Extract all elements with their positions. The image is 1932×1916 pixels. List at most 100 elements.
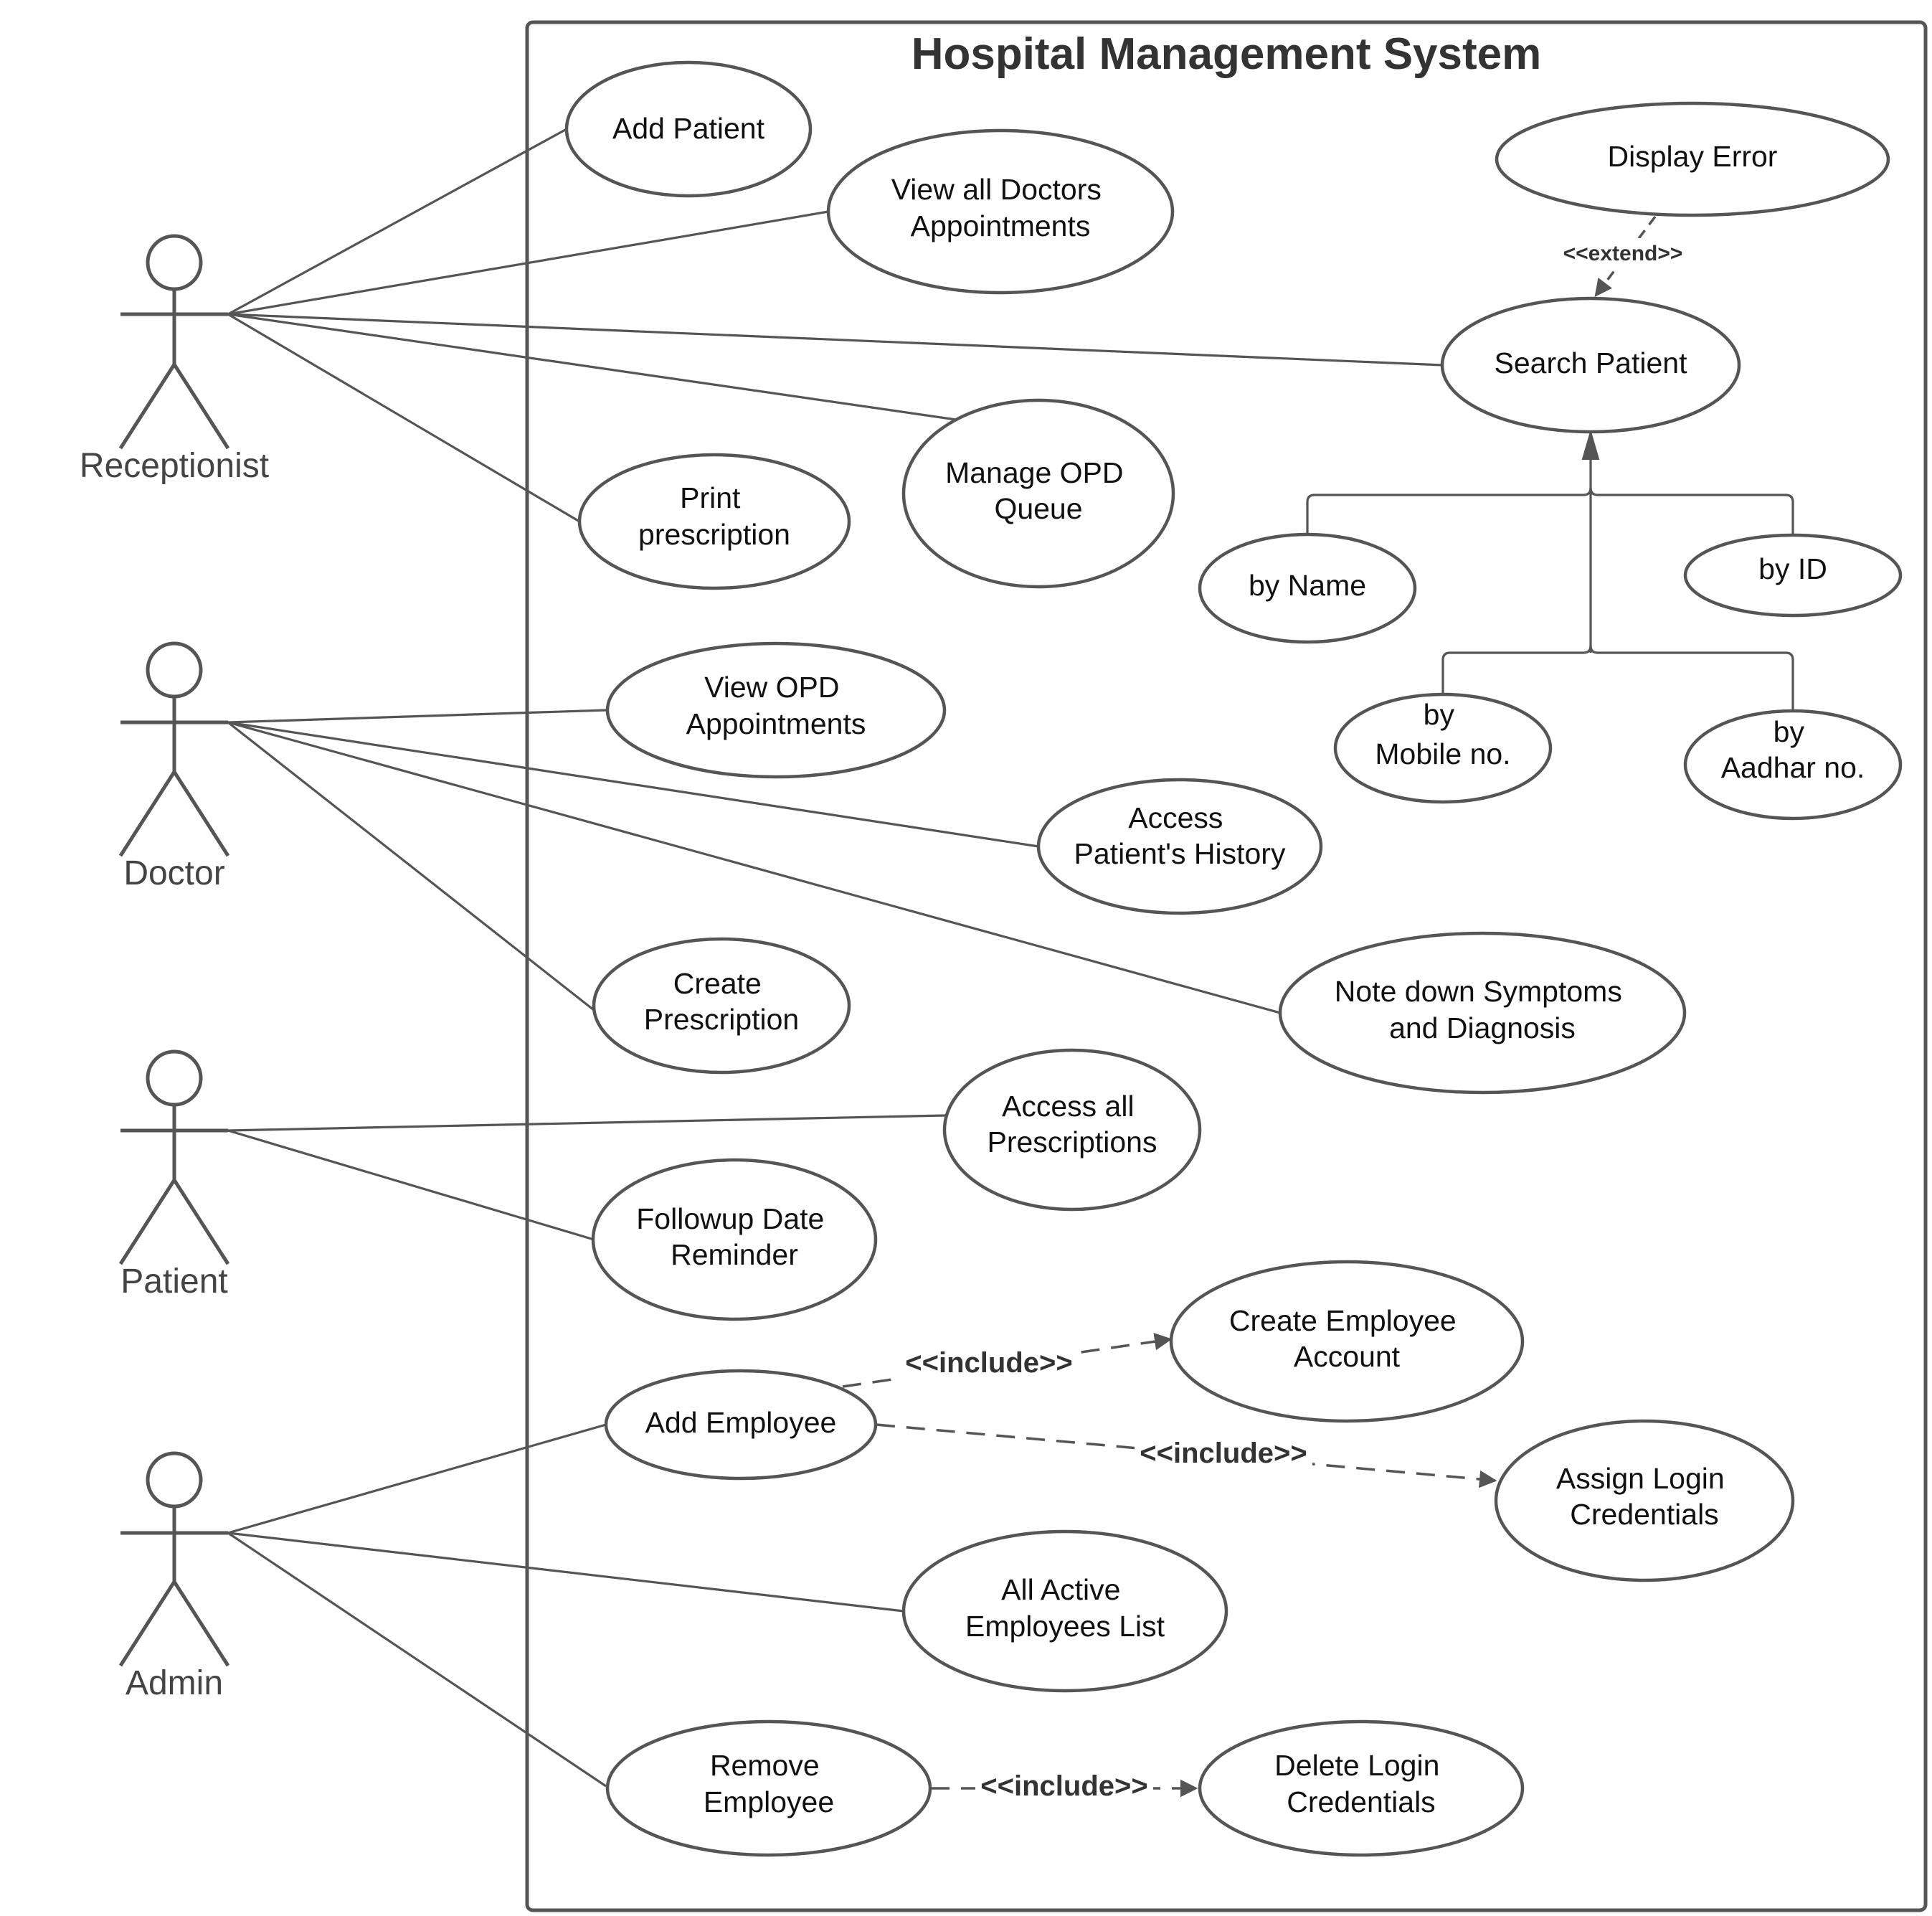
use-case-print-prescription: Print prescription (577, 453, 851, 590)
use-case-label: Appointments (911, 209, 1091, 242)
use-case-by-mobile: by Mobile no. (1333, 692, 1553, 804)
association-lines (227, 128, 1444, 1788)
svg-text:Delete Login Credentials: Delete Login Credentials (1274, 1749, 1448, 1818)
use-case-label: Queue (994, 492, 1082, 525)
use-case-label: Delete Login (1274, 1749, 1439, 1782)
stereotype-include-create-account: <<include>> (900, 1345, 1078, 1379)
use-case-create-prescription: Create Prescription (592, 937, 851, 1075)
svg-text:View OPD Appointments: View OPD Appointments (686, 671, 866, 740)
svg-text:Create Prescription: Create Prescription (644, 967, 799, 1036)
use-case-all-active-employees: All Active Employees List (901, 1529, 1228, 1693)
svg-text:by Mobile no.: by Mobile no. (1375, 698, 1510, 770)
generalization-arrowhead (1581, 429, 1600, 460)
svg-text:Followup Date Reminder: Followup Date Reminder (636, 1202, 832, 1271)
use-case-label: Account (1294, 1340, 1401, 1373)
include-label: <<include>> (1140, 1438, 1307, 1469)
svg-text:All Active Employees Lis: All Active Employees List (965, 1573, 1165, 1643)
use-case-label: Print (680, 481, 741, 514)
use-case-label: View OPD (704, 671, 839, 704)
use-case-view-opd-appointments: View OPD Appointments (605, 641, 947, 779)
actor-label: Receptionist (80, 447, 269, 485)
search-generalization-tree (1306, 429, 1794, 710)
actor-label: Admin (126, 1664, 223, 1702)
svg-text:by Aadhar no.: by Aadhar no. (1721, 715, 1865, 784)
use-case-label: Prescriptions (988, 1125, 1157, 1158)
use-case-by-id: by ID (1683, 533, 1903, 618)
use-case-access-patients-history: Access Patient's History (1036, 778, 1323, 915)
use-case-label: Search Patient (1495, 346, 1688, 379)
use-case-label: Remove (710, 1749, 820, 1782)
use-case-label: Appointments (686, 707, 866, 740)
use-case-label: Note down Symptoms (1335, 975, 1622, 1008)
use-case-label: by ID (1758, 552, 1827, 585)
svg-text:Assign Login Credentials: Assign Login Credentials (1556, 1462, 1733, 1531)
use-case-label: View all Doctors (891, 173, 1102, 206)
actor-label: Doctor (123, 854, 224, 892)
use-case-label: Aadhar no. (1721, 751, 1865, 784)
include-label: <<include>> (905, 1347, 1072, 1379)
use-case-display-error: Display Error (1495, 101, 1890, 217)
use-case-label: Display Error (1608, 140, 1778, 173)
use-case-note-symptoms: Note down Symptoms and Diagnosis (1278, 931, 1687, 1095)
use-case-label: Patient's History (1074, 837, 1286, 870)
include-label: <<include>> (980, 1770, 1147, 1802)
use-case-label: Reminder (671, 1238, 798, 1271)
use-case-label: Add Employee (645, 1406, 837, 1439)
svg-text:Access Patient's History: Access Patient's History (1074, 801, 1286, 870)
actor-receptionist: Receptionist (80, 234, 269, 485)
use-case-label: Access all (1002, 1090, 1135, 1123)
svg-text:Access all Prescriptions: Access all Prescriptions (988, 1090, 1157, 1158)
use-case-manage-opd-queue: Manage OPD Queue (901, 398, 1175, 589)
stereotype-extend: <<extend>> (1553, 238, 1693, 267)
system-title: Hospital Management System (911, 29, 1542, 79)
use-case-label: Create Employee (1229, 1304, 1457, 1337)
svg-text:Print prescription: Print prescription (638, 481, 790, 551)
stereotype-include-delete-login: <<include>> (975, 1770, 1153, 1805)
use-case-label: Credentials (1287, 1785, 1435, 1818)
svg-text:Display Error: Display Error (1608, 140, 1778, 173)
use-case-label: Employees List (965, 1610, 1165, 1643)
use-case-label: Credentials (1570, 1498, 1718, 1531)
use-case-label: Access (1128, 801, 1223, 834)
svg-text:Remove Employee: Remove Employee (704, 1749, 834, 1818)
extend-label: <<extend>> (1563, 242, 1683, 265)
use-case-assign-login-credentials: Assign Login Credentials (1494, 1419, 1795, 1582)
use-case-label: Add Patient (612, 112, 765, 145)
use-case-label: Assign Login (1556, 1462, 1725, 1495)
use-case-label: by (1774, 715, 1805, 748)
use-case-label: by (1424, 698, 1455, 731)
svg-text:by Name: by Name (1249, 569, 1366, 602)
use-case-followup-reminder: Followup Date Reminder (591, 1158, 878, 1321)
use-case-label: Manage OPD (945, 456, 1123, 489)
svg-text:Create Employee Account: Create Employee Account (1229, 1304, 1464, 1373)
use-case-label: by Name (1249, 569, 1366, 602)
stereotype-include-assign-login: <<include>> (1135, 1435, 1312, 1469)
use-case-by-name: by Name (1198, 532, 1417, 644)
use-case-label: Prescription (644, 1003, 799, 1036)
svg-text:View all Doctors Appoint: View all Doctors Appointments (891, 173, 1110, 242)
use-case-search-patient: Search Patient (1440, 296, 1741, 434)
use-case-label: All Active (1001, 1573, 1120, 1606)
use-case-access-all-prescriptions: Access all Prescriptions (942, 1048, 1202, 1212)
svg-text:Note down Symptoms and D: Note down Symptoms and Diagnosis (1335, 975, 1630, 1044)
use-case-label: Create (673, 967, 762, 1000)
actor-doctor: Doctor (118, 641, 230, 892)
svg-text:Manage OPD Queue: Manage OPD Queue (945, 456, 1132, 525)
use-case-delete-login-credentials: Delete Login Credentials (1198, 1719, 1525, 1857)
use-case-by-aadhar: by Aadhar no. (1683, 709, 1903, 821)
svg-text:by ID: by ID (1758, 552, 1827, 585)
use-case-label: Followup Date (636, 1202, 824, 1235)
use-case-view-all-doctors-appointments: View all Doctors Appointments (826, 128, 1175, 295)
svg-text:Search Patient: Search Patient (1495, 346, 1688, 379)
use-case-label: Employee (704, 1785, 834, 1818)
use-case-add-employee: Add Employee (604, 1369, 878, 1481)
actor-admin: Admin (118, 1451, 230, 1702)
svg-text:Add Patient: Add Patient (612, 112, 765, 145)
use-case-remove-employee: Remove Employee (605, 1719, 932, 1857)
svg-text:Add Employee: Add Employee (645, 1406, 837, 1439)
actor-patient: Patient (118, 1049, 230, 1301)
use-case-label: prescription (638, 518, 790, 551)
use-case-label: and Diagnosis (1389, 1011, 1576, 1044)
use-case-create-employee-account: Create Employee Account (1169, 1260, 1525, 1423)
use-case-add-patient: Add Patient (564, 60, 813, 198)
